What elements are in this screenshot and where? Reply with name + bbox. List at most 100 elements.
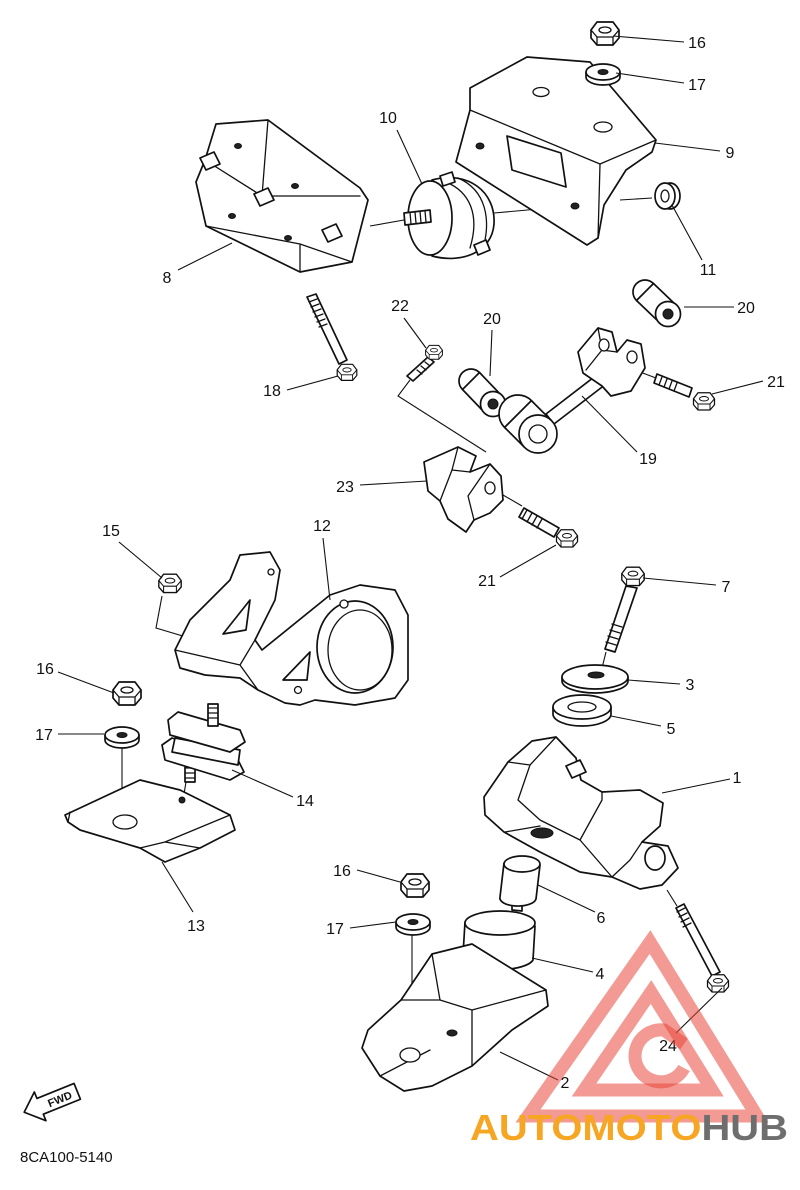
callout-label: 9: [726, 145, 735, 162]
bracket-fold: [439, 446, 491, 521]
connector-line: [369, 219, 405, 227]
thick-washer: [552, 694, 612, 727]
callout-label: 19: [639, 451, 657, 468]
leader-line: [118, 541, 163, 579]
callout-label: 20: [737, 300, 755, 317]
leader-line: [661, 778, 731, 794]
connector-line: [502, 494, 523, 507]
bolt-hole: [228, 213, 236, 219]
watermark-logo: [515, 930, 769, 1123]
bushing: [632, 279, 682, 328]
plate-outline: [64, 779, 236, 863]
leader-line: [537, 884, 596, 913]
callout-label: 5: [667, 721, 676, 738]
bolt-shank: [604, 585, 638, 653]
callout-label: 3: [686, 677, 695, 694]
bolt-threads: [658, 376, 678, 392]
watermark-brand-secondary: HUB: [701, 1107, 788, 1148]
arrow-shape: [23, 1082, 82, 1122]
leader-line: [177, 242, 233, 271]
leader-line: [231, 769, 294, 798]
leader-line: [654, 142, 721, 152]
callout-label: 8: [163, 270, 172, 287]
bolt-head: [621, 566, 645, 587]
main-bracket: [483, 736, 679, 890]
plate-hole: [178, 796, 186, 804]
callout-label: 15: [102, 523, 120, 540]
bolt-head: [425, 344, 443, 360]
bolt-hole: [475, 142, 485, 150]
link-clevis: [577, 327, 646, 397]
bolt-shank: [518, 507, 560, 538]
leader-line: [286, 375, 339, 391]
flange-bolt: [653, 373, 716, 411]
callout-label: 21: [478, 573, 496, 590]
forward-arrow-icon: FWD: [23, 1082, 82, 1122]
leader-line: [489, 329, 493, 377]
lower-bracket: [361, 943, 549, 1092]
leader-line: [359, 480, 428, 486]
callout-label: 18: [263, 383, 281, 400]
upper-stud: [207, 703, 219, 727]
leader-line: [612, 35, 685, 43]
callout-label: 11: [700, 262, 717, 279]
washer: [395, 913, 431, 936]
leader-line: [499, 1051, 559, 1081]
bushing: [458, 368, 507, 418]
leader-line: [161, 861, 194, 913]
vertical-bolt: [604, 566, 645, 653]
callout-label: 10: [379, 110, 397, 127]
bolt-hole: [484, 481, 496, 495]
callout-label: 16: [36, 661, 54, 678]
clevis-bracket: [423, 446, 504, 533]
leader-line: [531, 957, 594, 973]
bolt-shank: [406, 356, 435, 382]
leader-line: [627, 679, 681, 685]
bolt-head: [692, 392, 716, 411]
bolt-hole: [530, 827, 554, 839]
upper-plate: [167, 711, 246, 753]
callout-labels: 16 17 9 10 11 8 18 22 20 20 21 19 23 21 …: [35, 35, 785, 1092]
connector-line: [666, 889, 678, 907]
bolt-shank: [306, 293, 348, 365]
bolt-hole: [267, 568, 275, 576]
leader-line: [671, 204, 703, 261]
diagram-code: 8CA100-5140: [20, 1149, 113, 1166]
washer: [104, 726, 140, 749]
callout-label: 17: [688, 77, 706, 94]
bushing-hole: [487, 398, 499, 410]
short-bolt: [406, 344, 443, 382]
bolt-threads: [416, 361, 431, 375]
bracket-tab: [199, 151, 343, 243]
plate-hole: [112, 814, 138, 830]
collar: [654, 182, 681, 210]
callout-label: 6: [597, 910, 606, 927]
leader-line: [610, 715, 662, 727]
bolt-hole: [339, 599, 349, 609]
washer-hole: [587, 671, 605, 679]
bracket-outline: [423, 446, 504, 533]
bushing-top: [464, 910, 536, 936]
bolt-threads: [308, 298, 328, 328]
stud-threads: [409, 210, 427, 225]
callout-label: 16: [333, 863, 351, 880]
leader-lines: [57, 35, 764, 1081]
sleeve-top: [503, 855, 541, 873]
plate-fold: [67, 811, 231, 849]
bolt-hole: [532, 86, 550, 98]
leader-line: [711, 380, 764, 395]
bracket-fold: [469, 109, 657, 239]
mount-plate: [64, 779, 236, 863]
stud-rubber-mount: [161, 703, 246, 783]
upper-left-bracket: [195, 119, 369, 273]
sleeve: [499, 855, 541, 912]
leader-line: [356, 869, 401, 883]
callout-label: 23: [336, 479, 354, 496]
bracket-cutout: [222, 599, 311, 681]
washer-hole: [567, 701, 597, 713]
engine-bracket: [174, 551, 409, 706]
bracket-bore-inner: [327, 609, 393, 691]
callout-label: 1: [733, 770, 742, 787]
watermark-brand-primary: AUTOMOTO: [470, 1107, 701, 1148]
